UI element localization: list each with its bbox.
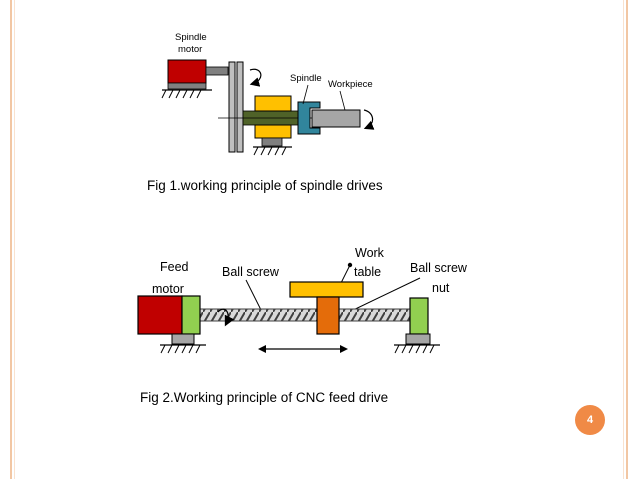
figure2-caption: Fig 2.Working principle of CNC feed driv…	[140, 390, 389, 405]
travel-arrow-left-head	[258, 345, 266, 353]
right-border-line	[626, 0, 628, 479]
feed-motor	[137, 295, 183, 335]
drive-belt-left	[228, 61, 236, 153]
feed-motor-label-line1: Feed	[160, 260, 189, 274]
screw-rotation-arrow	[217, 308, 235, 327]
workpiece-rotation-arrow	[363, 109, 375, 130]
spindle-label: Spindle	[290, 73, 322, 84]
motor-shaft	[205, 66, 229, 76]
feed-drive-figure: Feed motor Ball screw Work table Ball sc…	[137, 246, 468, 354]
drive-belt-right	[236, 61, 244, 153]
motor-support	[171, 333, 195, 345]
work-table-leader-dot	[347, 262, 353, 268]
spindle-chuck	[297, 101, 321, 135]
motor-rotation-arrow	[249, 68, 262, 87]
page-number-badge: 4	[575, 405, 605, 435]
ball-screw-nut	[316, 296, 340, 335]
end-bearing	[409, 297, 429, 335]
spindle-drive-figure: Spindle motor	[161, 32, 375, 156]
spindle-leader	[302, 84, 309, 105]
ball-screw-label: Ball screw	[222, 265, 280, 279]
motor-coupling	[181, 295, 201, 335]
figure1-caption: Fig 1.working principle of spindle drive…	[147, 178, 383, 193]
bearing-top	[254, 95, 292, 112]
feed-motor-label-line2: motor	[152, 282, 184, 296]
motor-support-hatch	[160, 344, 201, 354]
workpiece	[311, 109, 361, 128]
travel-arrow-right-head	[340, 345, 348, 353]
workpiece-leader	[339, 90, 346, 111]
spindle-motor-label-line2: motor	[178, 44, 202, 55]
spindle-motor-label-line1: Spindle	[175, 32, 207, 43]
ball-screw-nut-label-line2: nut	[432, 281, 450, 295]
work-table-label-line2: table	[354, 265, 381, 279]
right-border-inner-line	[623, 0, 624, 479]
left-border-line	[10, 0, 12, 479]
workpiece-label: Workpiece	[328, 79, 373, 90]
ball-screw	[199, 308, 411, 322]
motor-base	[167, 82, 207, 90]
work-table-label-line1: Work	[355, 246, 385, 260]
nut-leader	[344, 277, 421, 315]
ball-screw-nut-label-line1: Ball screw	[410, 261, 468, 275]
work-table	[289, 281, 364, 298]
ball-screw-leader	[245, 279, 263, 313]
spindle-motor	[167, 59, 207, 84]
motor-ground-hatch	[161, 89, 202, 99]
bearing-bottom	[254, 124, 292, 139]
page-number: 4	[586, 414, 594, 426]
left-border-inner-line	[14, 0, 15, 479]
bearing-ground-hatch	[253, 146, 287, 156]
end-support-hatch	[394, 344, 435, 354]
end-support	[405, 333, 431, 345]
bearing-support	[261, 137, 283, 147]
